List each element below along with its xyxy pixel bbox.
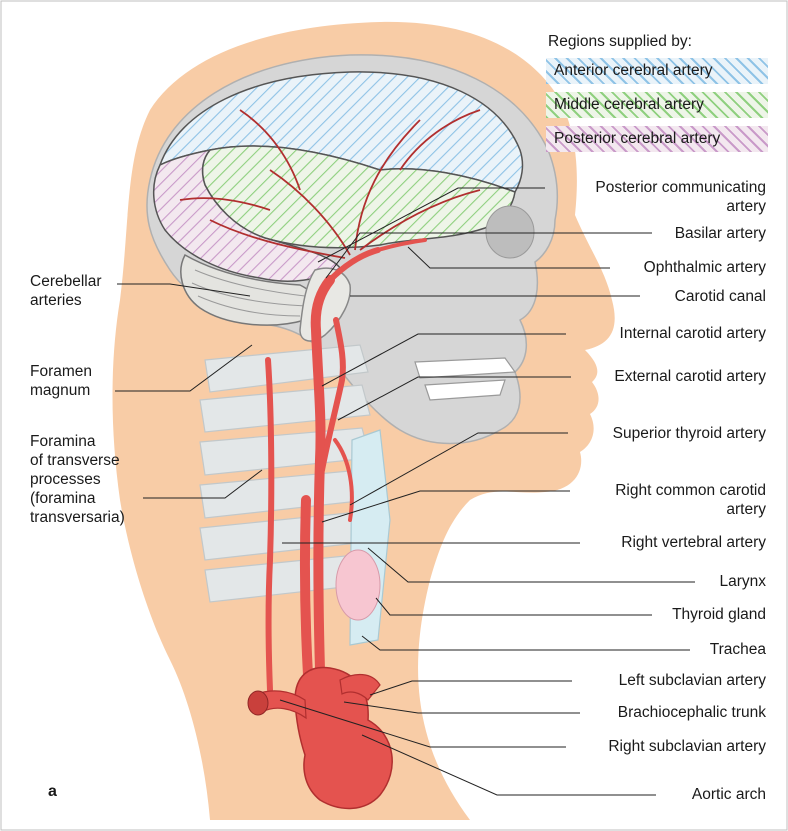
label-right-vertebral-artery: Right vertebral artery xyxy=(621,533,766,552)
legend-label-anterior: Anterior cerebral artery xyxy=(554,62,713,79)
label-foramina-transverse-processes: Foramina of transverse processes (forami… xyxy=(30,432,125,527)
label-basilar-artery: Basilar artery xyxy=(675,224,766,243)
label-thyroid-gland: Thyroid gland xyxy=(672,605,766,624)
label-superior-thyroid-artery: Superior thyroid artery xyxy=(613,424,766,443)
label-internal-carotid-artery: Internal carotid artery xyxy=(620,324,766,343)
label-external-carotid-artery: External carotid artery xyxy=(614,367,766,386)
label-cerebellar-arteries: Cerebellar arteries xyxy=(30,272,102,310)
orbit xyxy=(486,206,534,258)
label-ophthalmic-artery: Ophthalmic artery xyxy=(644,258,766,277)
label-posterior-communicating-artery: Posterior communicating artery xyxy=(595,178,766,216)
right-subclavian-stump xyxy=(248,691,268,715)
legend-item-middle: Middle cerebral artery xyxy=(546,92,768,118)
label-right-common-carotid-artery: Right common carotid artery xyxy=(615,481,766,519)
label-right-subclavian-artery: Right subclavian artery xyxy=(608,737,766,756)
legend-title: Regions supplied by: xyxy=(548,33,692,51)
thyroid-gland xyxy=(336,550,380,620)
label-trachea: Trachea xyxy=(710,640,766,659)
label-brachiocephalic-trunk: Brachiocephalic trunk xyxy=(618,703,766,722)
legend-item-posterior: Posterior cerebral artery xyxy=(546,126,768,152)
label-carotid-canal: Carotid canal xyxy=(675,287,766,306)
legend-label-posterior: Posterior cerebral artery xyxy=(554,130,720,147)
label-foramen-magnum: Foramen magnum xyxy=(30,362,92,400)
legend-item-anterior: Anterior cerebral artery xyxy=(546,58,768,84)
label-larynx: Larynx xyxy=(719,572,766,591)
legend-label-middle: Middle cerebral artery xyxy=(554,96,704,113)
label-left-subclavian-artery: Left subclavian artery xyxy=(619,671,766,690)
label-aortic-arch: Aortic arch xyxy=(692,785,766,804)
panel-letter: a xyxy=(48,783,57,801)
